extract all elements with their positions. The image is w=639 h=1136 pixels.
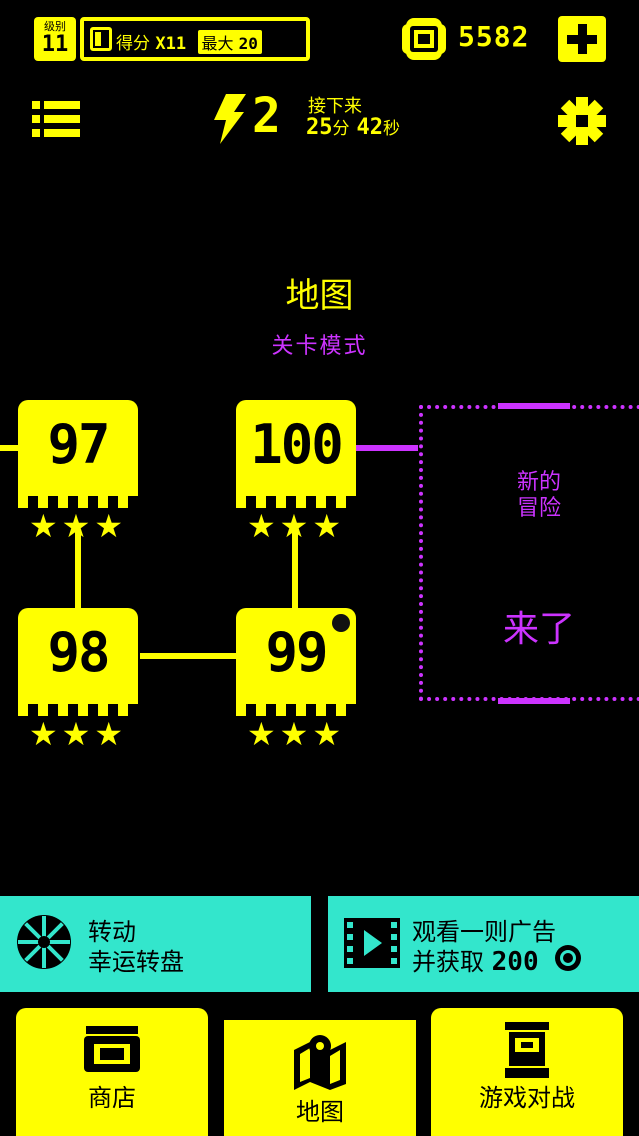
level-stars: ★★★: [28, 507, 128, 545]
page-title: 地图: [285, 276, 354, 316]
max-label: 最大: [201, 34, 234, 53]
video-icon: [344, 918, 400, 968]
tab-map[interactable]: 地图: [224, 1020, 416, 1136]
level-number: 98: [47, 621, 110, 684]
watch-ad-banner[interactable]: 观看一则广告 并获取 200: [328, 896, 639, 992]
battery-icon: [90, 27, 112, 51]
level-stars: ★★★: [28, 715, 128, 753]
max-pill: 最大 20: [197, 30, 262, 54]
ad-line2-label: 并获取: [412, 948, 484, 976]
tab-battle-label: 游戏对战: [479, 1084, 575, 1112]
map-icon: [294, 1035, 346, 1090]
level-tile-100[interactable]: 100 ★★★: [236, 400, 356, 542]
score-text: 得分 X11 最大 20: [116, 29, 262, 54]
path-connector: [0, 445, 20, 451]
wheel-line1: 转动: [88, 918, 136, 946]
new-adventure-line2: 冒险: [516, 496, 561, 521]
tab-shop[interactable]: 商店: [16, 1008, 208, 1136]
level-badge: 级别 11: [34, 17, 76, 61]
timer-minutes: 25: [306, 115, 333, 140]
next-energy-timer: 25分 42秒: [306, 114, 400, 140]
level-tile-99[interactable]: 99 ★★★: [236, 608, 356, 750]
timer-minutes-unit: 分: [332, 119, 350, 139]
level-number: 97: [47, 413, 110, 476]
level-stars: ★★★: [246, 715, 346, 753]
level-number: 99: [265, 621, 328, 684]
coin-icon: [402, 18, 446, 60]
energy-count: 2: [252, 88, 281, 144]
new-adventure-edge: [498, 403, 570, 409]
score-panel: 得分 X11 最大 20: [80, 17, 310, 61]
level-tile-97[interactable]: 97 ★★★: [18, 400, 138, 542]
coin-count: 5582: [458, 20, 530, 53]
tab-shop-label: 商店: [88, 1084, 136, 1112]
level-value: 11: [41, 32, 69, 57]
path-connector: [140, 653, 236, 659]
coming-soon-text: 来了: [502, 609, 575, 650]
battle-icon: [505, 1022, 549, 1078]
level-label: 级别: [44, 20, 66, 33]
score-label: 得分: [116, 34, 150, 54]
max-value: 20: [238, 34, 258, 53]
path-connector-new: [356, 445, 418, 451]
ad-line1: 观看一则广告: [412, 918, 556, 946]
score-multiplier: X11: [155, 34, 187, 54]
add-coins-button[interactable]: [558, 16, 606, 62]
path-connector: [75, 530, 81, 608]
new-adventure-text: 新的 冒险: [470, 470, 608, 522]
level-stars: ★★★: [246, 507, 346, 545]
new-adventure-edge: [498, 698, 570, 704]
new-adventure-box: [419, 405, 639, 701]
wheel-line2: 幸运转盘: [88, 948, 184, 976]
new-adventure-line1: 新的: [516, 470, 561, 495]
timer-seconds: 42: [356, 115, 384, 140]
lightning-icon: [214, 94, 246, 144]
tab-battle[interactable]: 游戏对战: [431, 1008, 623, 1136]
shop-icon: [84, 1026, 140, 1072]
page-subtitle: 关卡模式: [271, 334, 368, 359]
gear-icon[interactable]: [558, 97, 606, 145]
ad-reward: 200: [491, 947, 539, 977]
coin-icon: [555, 945, 581, 971]
wheel-icon: [17, 915, 71, 969]
menu-icon[interactable]: [32, 101, 80, 137]
notification-dot: [332, 614, 350, 632]
tab-map-label: 地图: [296, 1098, 344, 1126]
lucky-wheel-banner[interactable]: 转动 幸运转盘: [0, 896, 311, 992]
path-connector: [292, 530, 298, 608]
ad-line2: 并获取 200: [412, 942, 539, 977]
timer-seconds-unit: 秒: [383, 119, 400, 139]
next-energy-label: 接下来: [308, 96, 362, 117]
level-tile-98[interactable]: 98 ★★★: [18, 608, 138, 750]
level-number: 100: [250, 413, 344, 476]
